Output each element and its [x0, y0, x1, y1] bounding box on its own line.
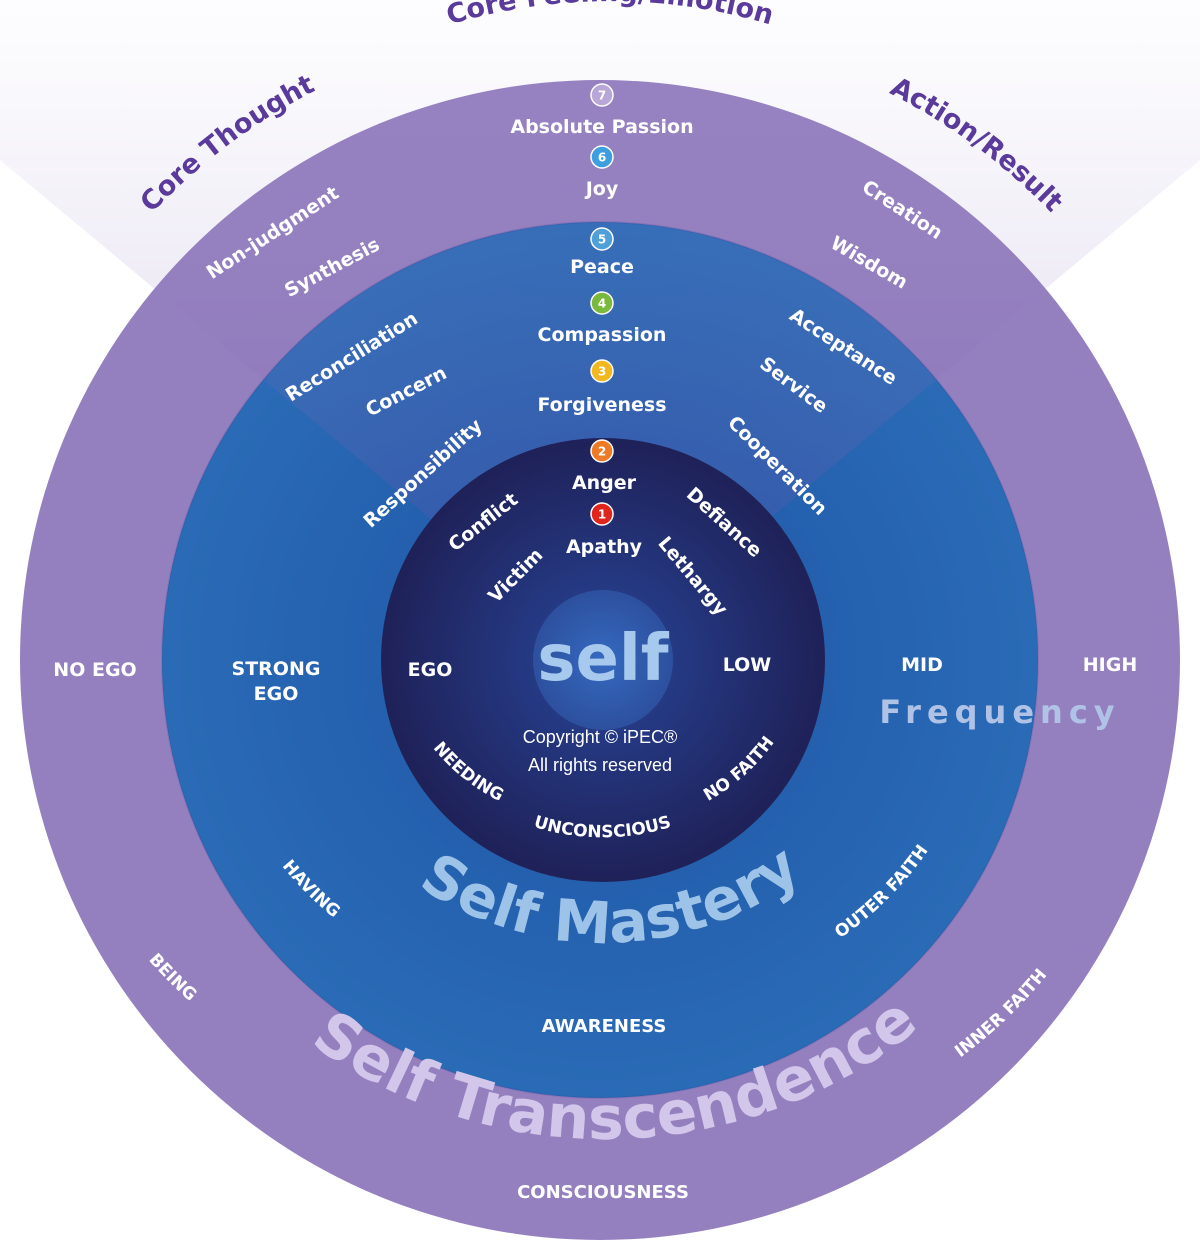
- label-low: LOW: [723, 654, 772, 676]
- level-4-number: 4: [598, 297, 606, 311]
- frequency-label: Frequency: [879, 693, 1120, 731]
- level-7-number: 7: [598, 89, 606, 103]
- level-1-label: Apathy: [566, 536, 643, 558]
- level-6-label: Joy: [584, 178, 619, 200]
- level-2-label: Anger: [572, 472, 637, 494]
- level-2-number: 2: [598, 445, 606, 459]
- label-mid: MID: [901, 654, 943, 676]
- level-3-badge: [590, 359, 614, 383]
- level-1-badge: [590, 502, 614, 526]
- frequency-beam: [0, 0, 1200, 660]
- label-high: HIGH: [1083, 654, 1137, 676]
- level-6-number: 6: [598, 151, 606, 165]
- level-2-badge: [590, 439, 614, 463]
- level-6-badge: [590, 145, 614, 169]
- level-3-label: Forgiveness: [537, 394, 666, 416]
- level-5-number: 5: [598, 233, 606, 247]
- level-7-label: Absolute Passion: [510, 116, 693, 138]
- level-1-number: 1: [598, 508, 606, 522]
- level-5-label: Peace: [570, 256, 634, 278]
- level-5-badge: [590, 227, 614, 251]
- label-awareness: AWARENESS: [542, 1016, 667, 1037]
- level-3-number: 3: [598, 365, 606, 379]
- copyright-line1: Copyright © iPEC®: [523, 727, 678, 747]
- label-ego: EGO: [408, 659, 453, 681]
- label-no-ego: NO EGO: [53, 659, 136, 681]
- label-consciousness: CONSCIOUSNESS: [517, 1182, 689, 1203]
- level-4-label: Compassion: [538, 324, 667, 346]
- inner-circle-self: [381, 438, 825, 882]
- level-4-badge: [590, 291, 614, 315]
- label-strong-ego: EGO: [254, 683, 299, 705]
- level-7-badge: [590, 83, 614, 107]
- label-strong: STRONG: [232, 658, 321, 680]
- self-title: self: [537, 622, 669, 696]
- copyright-line2: All rights reserved: [528, 755, 672, 775]
